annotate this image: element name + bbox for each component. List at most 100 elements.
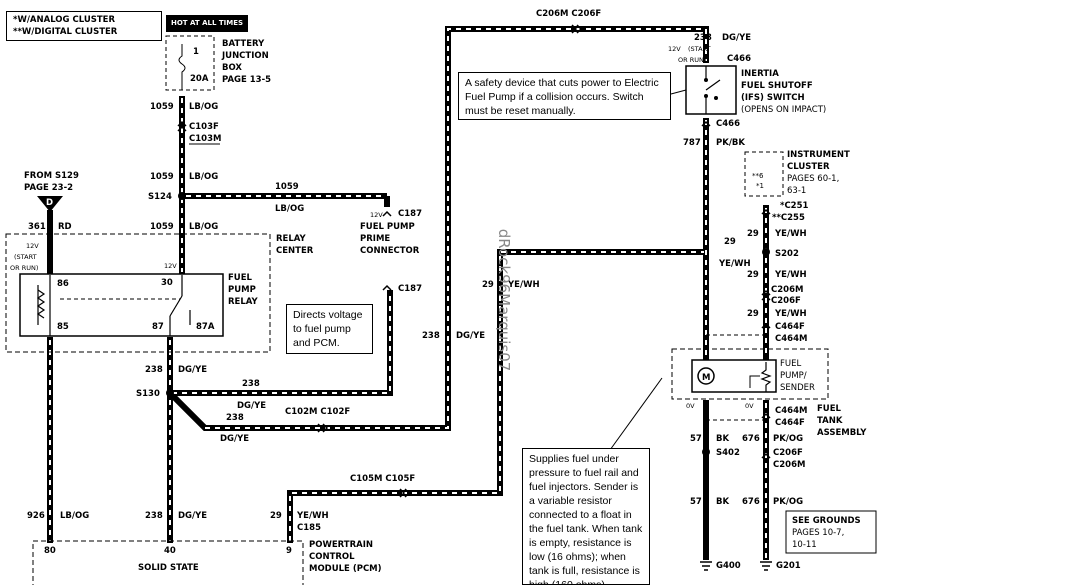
inertia-switch-box bbox=[685, 65, 737, 115]
w-676-a: 676 bbox=[742, 434, 760, 444]
fuse-number: 1 bbox=[193, 47, 199, 57]
relay-or-run: OR RUN) bbox=[10, 264, 38, 272]
ov-left: 0V bbox=[686, 402, 695, 410]
watermark: dRock96Marquis07 bbox=[495, 228, 513, 372]
g400-label: G400 bbox=[716, 561, 741, 571]
pin-87a: 87A bbox=[196, 322, 215, 332]
w-pkog-a: PK/OG bbox=[773, 434, 803, 444]
wire-stripes bbox=[49, 28, 767, 558]
relay-note: Directs voltage to fuel pump and PCM. bbox=[286, 304, 373, 354]
tank-label-2: TANK bbox=[817, 416, 843, 426]
relay-center-label-2: CENTER bbox=[276, 246, 314, 256]
prime-1: FUEL PUMP bbox=[360, 222, 415, 232]
w-yewh-b: YE/WH bbox=[507, 280, 540, 290]
w-926: 926 bbox=[27, 511, 45, 521]
w-rd: RD bbox=[58, 222, 72, 232]
w-1059-b: 1059 bbox=[150, 172, 174, 182]
c187-b: C187 bbox=[398, 284, 422, 294]
c464m-a: C464M bbox=[775, 334, 807, 344]
fuse-icon bbox=[178, 44, 186, 90]
tank-label-1: FUEL bbox=[817, 404, 842, 414]
relay-coil-icon bbox=[36, 275, 51, 336]
c103m: C103M bbox=[189, 134, 221, 144]
c466-b: C466 bbox=[716, 119, 740, 129]
pump-label-3: SENDER bbox=[780, 383, 815, 393]
cluster-label-1: INSTRUMENT bbox=[787, 150, 850, 160]
bjb-label-3: BOX bbox=[222, 63, 242, 73]
relay-label-2: PUMP bbox=[228, 285, 256, 295]
w-pkog-b: PK/OG bbox=[773, 497, 803, 507]
pin-30: 30 bbox=[161, 278, 173, 288]
sender-note-pointer bbox=[609, 377, 663, 451]
w-238-d: 238 bbox=[145, 511, 163, 521]
w-dgye-f: DG/YE bbox=[722, 33, 751, 43]
relay-v12: 12V bbox=[26, 242, 39, 250]
w-238-a: 238 bbox=[145, 365, 163, 375]
w-yewh-f: YE/WH bbox=[774, 309, 807, 319]
c105-label: C105M C105F bbox=[350, 474, 415, 484]
w-57-b: 57 bbox=[690, 497, 702, 507]
w-1059-a: 1059 bbox=[150, 102, 174, 112]
w-yewh-d: YE/WH bbox=[718, 259, 751, 269]
pin-86: 86 bbox=[57, 279, 69, 289]
w-29-c: 29 bbox=[747, 229, 759, 239]
pcm-pin-40: 40 bbox=[164, 546, 176, 556]
w-238-b: 238 bbox=[242, 379, 260, 389]
legend-analog: *W/ANALOG CLUSTER bbox=[13, 15, 115, 25]
instrument-cluster-box bbox=[744, 151, 784, 197]
connector-chevrons bbox=[177, 24, 771, 498]
see-grounds-box bbox=[785, 510, 877, 554]
splice-s402 bbox=[702, 448, 710, 456]
see-grounds-1: SEE GROUNDS bbox=[792, 516, 861, 526]
w-dgye-c: DG/YE bbox=[220, 434, 249, 444]
see-grounds-3: 10-11 bbox=[792, 540, 817, 550]
w-yewh-e: YE/WH bbox=[774, 270, 807, 280]
splices bbox=[166, 192, 770, 456]
fuel-tank-assembly-box bbox=[671, 348, 829, 400]
g201-label: G201 bbox=[776, 561, 801, 571]
c464m-b: C464M bbox=[775, 406, 807, 416]
c206m-a: C206M bbox=[771, 285, 803, 295]
w-bk-b: BK bbox=[716, 497, 729, 507]
relay-center-label-1: RELAY bbox=[276, 234, 307, 244]
bjb-label-1: BATTERY bbox=[222, 39, 265, 49]
c255-label: **C255 bbox=[772, 213, 805, 223]
c466-a: C466 bbox=[727, 54, 751, 64]
relay-label-1: FUEL bbox=[228, 273, 253, 283]
fuel-pump-motor-icon bbox=[697, 367, 715, 385]
w-238-e: 238 bbox=[422, 331, 440, 341]
c102-label: C102M C102F bbox=[285, 407, 350, 417]
pcm-pin-9: 9 bbox=[286, 546, 292, 556]
w-lbog-e: LB/OG bbox=[60, 511, 89, 521]
w-1059-c: 1059 bbox=[275, 182, 299, 192]
fuel-pump-relay-box bbox=[19, 273, 224, 337]
w-361: 361 bbox=[28, 222, 46, 232]
inertia-note-pointer bbox=[670, 89, 687, 95]
ifs-label-1: INERTIA bbox=[741, 69, 779, 79]
w-57-a: 57 bbox=[690, 434, 702, 444]
c187-a: C187 bbox=[398, 209, 422, 219]
w-676-b: 676 bbox=[742, 497, 760, 507]
from-s129-2: PAGE 23-2 bbox=[24, 183, 73, 193]
ifs-start: (START bbox=[688, 45, 711, 53]
pcm-pin-80: 80 bbox=[44, 546, 56, 556]
sender-wiper-icon bbox=[749, 375, 760, 388]
ifs-label-4: (OPENS ON IMPACT) bbox=[741, 105, 826, 115]
prime-3: CONNECTOR bbox=[360, 246, 420, 256]
from-s129-marker-icon bbox=[37, 196, 63, 212]
c206f-a: C206F bbox=[771, 296, 801, 306]
pin-85: 85 bbox=[57, 322, 69, 332]
ground-symbols bbox=[700, 561, 772, 571]
from-s129-1: FROM S129 bbox=[24, 171, 79, 181]
inertia-switch-icon bbox=[705, 66, 721, 114]
w-bk-a: BK bbox=[716, 434, 729, 444]
ifs-label-2: FUEL SHUTOFF bbox=[741, 81, 813, 91]
w-yewh-c: YE/WH bbox=[774, 229, 807, 239]
w-29-d: 29 bbox=[724, 237, 736, 247]
w-dgye-b: DG/YE bbox=[237, 401, 266, 411]
w-lbog-a: LB/OG bbox=[189, 102, 218, 112]
cluster-label-2: CLUSTER bbox=[787, 162, 830, 172]
pcm-solid-state: SOLID STATE bbox=[138, 563, 199, 573]
c251-label: *C251 bbox=[780, 201, 809, 211]
